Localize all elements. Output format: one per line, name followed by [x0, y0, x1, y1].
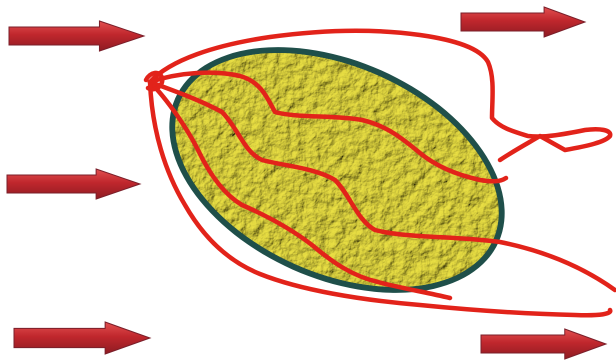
flow-diagram [0, 0, 616, 361]
